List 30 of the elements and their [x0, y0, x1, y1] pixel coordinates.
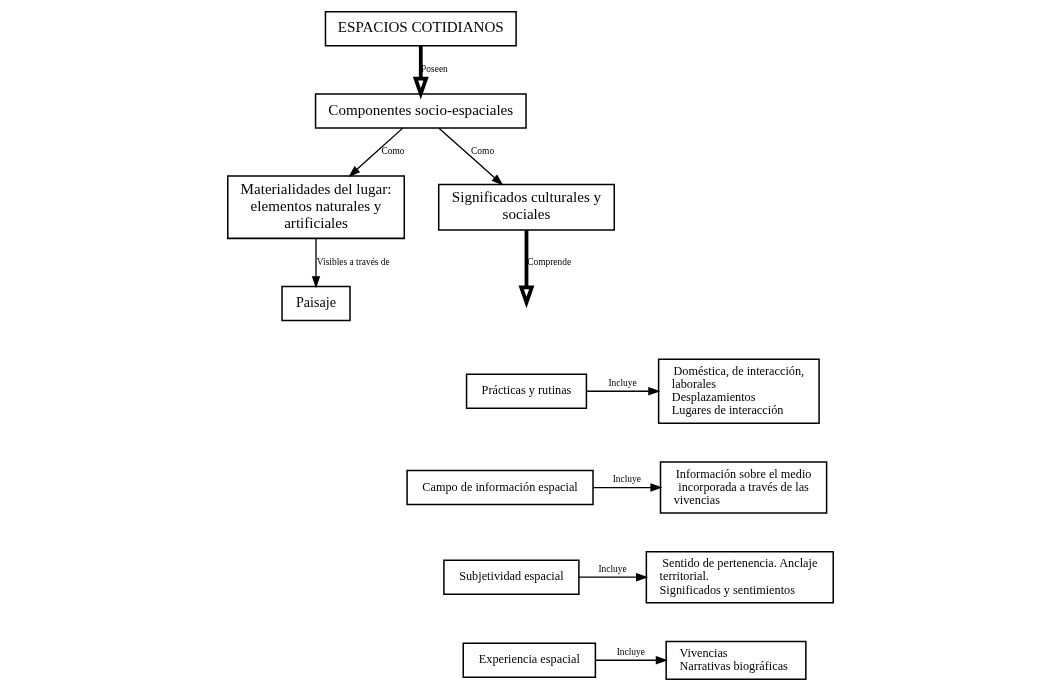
node-box: Experiencia espacial — [462, 642, 596, 678]
arrow — [577, 572, 648, 582]
node-box: Sentido de pertenencia. Anclaje territorial. Significados y sentimientos — [645, 550, 834, 604]
node-box: Información sobre el medio incorporada a través de las vivencias — [659, 461, 827, 514]
edge-label: Como — [380, 146, 404, 157]
node-box: Prácticas y rutinas — [465, 373, 587, 409]
arrow — [412, 46, 429, 100]
node-box: Significados culturales y sociales — [437, 183, 615, 231]
arrow — [592, 483, 662, 492]
node-box: Doméstica, de interacción, laborales Desplazamientos Lugares de interacción — [657, 358, 820, 425]
arrow — [518, 230, 534, 309]
node-box: ESPACIOS COTIDIANOS — [324, 11, 517, 47]
edge-label: Incluye — [607, 377, 637, 388]
edge-label: Incluye — [616, 646, 645, 657]
edge-label: Incluye — [597, 563, 627, 574]
node-box: Componentes socio-espaciales — [314, 93, 527, 129]
node-box: Materialidades del lugar: elementos naturales y artificiales — [226, 175, 405, 240]
edge-label: Como — [470, 146, 494, 157]
node-box: Paisaje — [280, 285, 351, 322]
arrow — [594, 656, 668, 665]
arrow — [347, 127, 403, 178]
arrow — [585, 387, 660, 396]
arrow — [311, 237, 320, 289]
node-box: Vivencias Narrativas biográficas — [664, 640, 807, 680]
edge-label: Visibles a través de — [316, 256, 390, 267]
edge-label: Comprende — [526, 256, 571, 267]
node-box: Subjetividad espacial — [442, 559, 580, 595]
node-box: Campo de información espacial — [405, 469, 594, 506]
edge-label: Incluye — [612, 473, 641, 484]
arrow — [437, 127, 503, 186]
